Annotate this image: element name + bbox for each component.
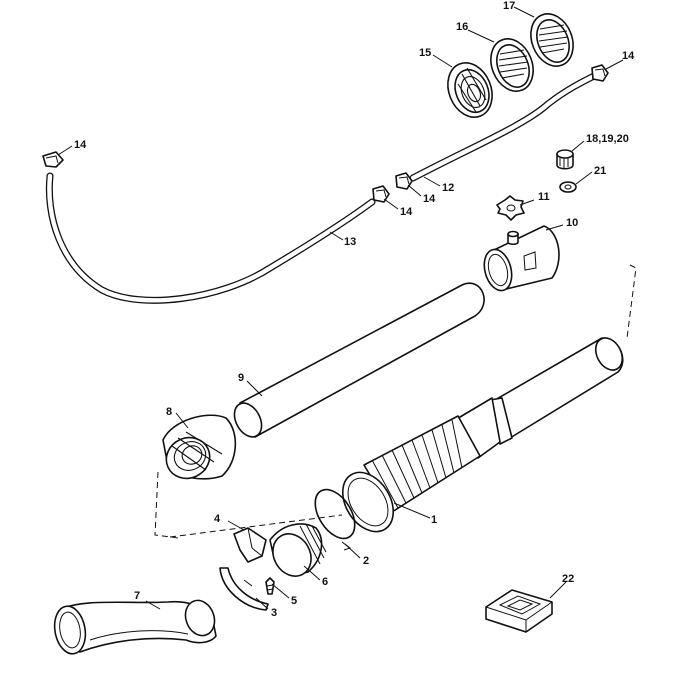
callout-16: 16 xyxy=(456,21,468,33)
star-knob-11 xyxy=(496,195,525,221)
callout-14-left: 14 xyxy=(74,139,87,151)
leader-lines xyxy=(57,6,624,610)
grille-insert-8 xyxy=(162,414,237,480)
spring-clamp-6 xyxy=(269,523,327,577)
callout-17: 17 xyxy=(503,0,515,12)
callout-4: 4 xyxy=(214,513,221,525)
grille-16 xyxy=(490,38,534,92)
callout-2: 2 xyxy=(363,555,369,567)
callout-10: 10 xyxy=(566,217,578,229)
coupling-10 xyxy=(483,225,560,292)
callout-13: 13 xyxy=(344,236,356,248)
hose-clip-14-mid xyxy=(372,185,390,203)
callout-11: 11 xyxy=(538,191,550,203)
callout-14-center: 14 xyxy=(423,193,436,205)
clamp-bracket-4 xyxy=(233,527,267,563)
callout-7: 7 xyxy=(134,590,140,602)
callout-3: 3 xyxy=(271,607,277,619)
grille-17 xyxy=(530,13,574,67)
callout-9: 9 xyxy=(238,372,244,384)
callout-12: 12 xyxy=(442,182,454,194)
callout-22: 22 xyxy=(562,573,574,585)
knob-18-19-20 xyxy=(556,149,574,170)
washer-21 xyxy=(559,181,577,193)
assembly-boundary xyxy=(154,264,637,539)
callout-14-right: 14 xyxy=(622,50,635,62)
callout-15: 15 xyxy=(419,47,431,59)
blower-tube-1 xyxy=(341,337,624,533)
tube-9 xyxy=(233,282,485,438)
screw-5 xyxy=(265,577,275,595)
clamp-band-3 xyxy=(219,567,269,611)
hose-clip-14-right xyxy=(591,64,609,82)
callout-21: 21 xyxy=(594,165,606,177)
callout-18-19-20: 18,19,20 xyxy=(586,133,629,145)
callout-14-mid: 14 xyxy=(400,206,413,218)
hose-clip-14-left xyxy=(42,151,64,168)
hose-12 xyxy=(409,72,598,182)
callout-8: 8 xyxy=(166,406,172,418)
grille-15 xyxy=(447,62,493,118)
elbow-pipe-7 xyxy=(53,599,217,655)
callout-6: 6 xyxy=(322,576,328,588)
hose-13 xyxy=(45,172,376,304)
plate-22 xyxy=(485,589,553,633)
callout-labels: 1 2 3 4 5 6 7 8 9 10 11 12 13 14 14 14 1… xyxy=(74,0,635,619)
callout-1: 1 xyxy=(431,514,437,526)
callout-5: 5 xyxy=(291,595,297,607)
